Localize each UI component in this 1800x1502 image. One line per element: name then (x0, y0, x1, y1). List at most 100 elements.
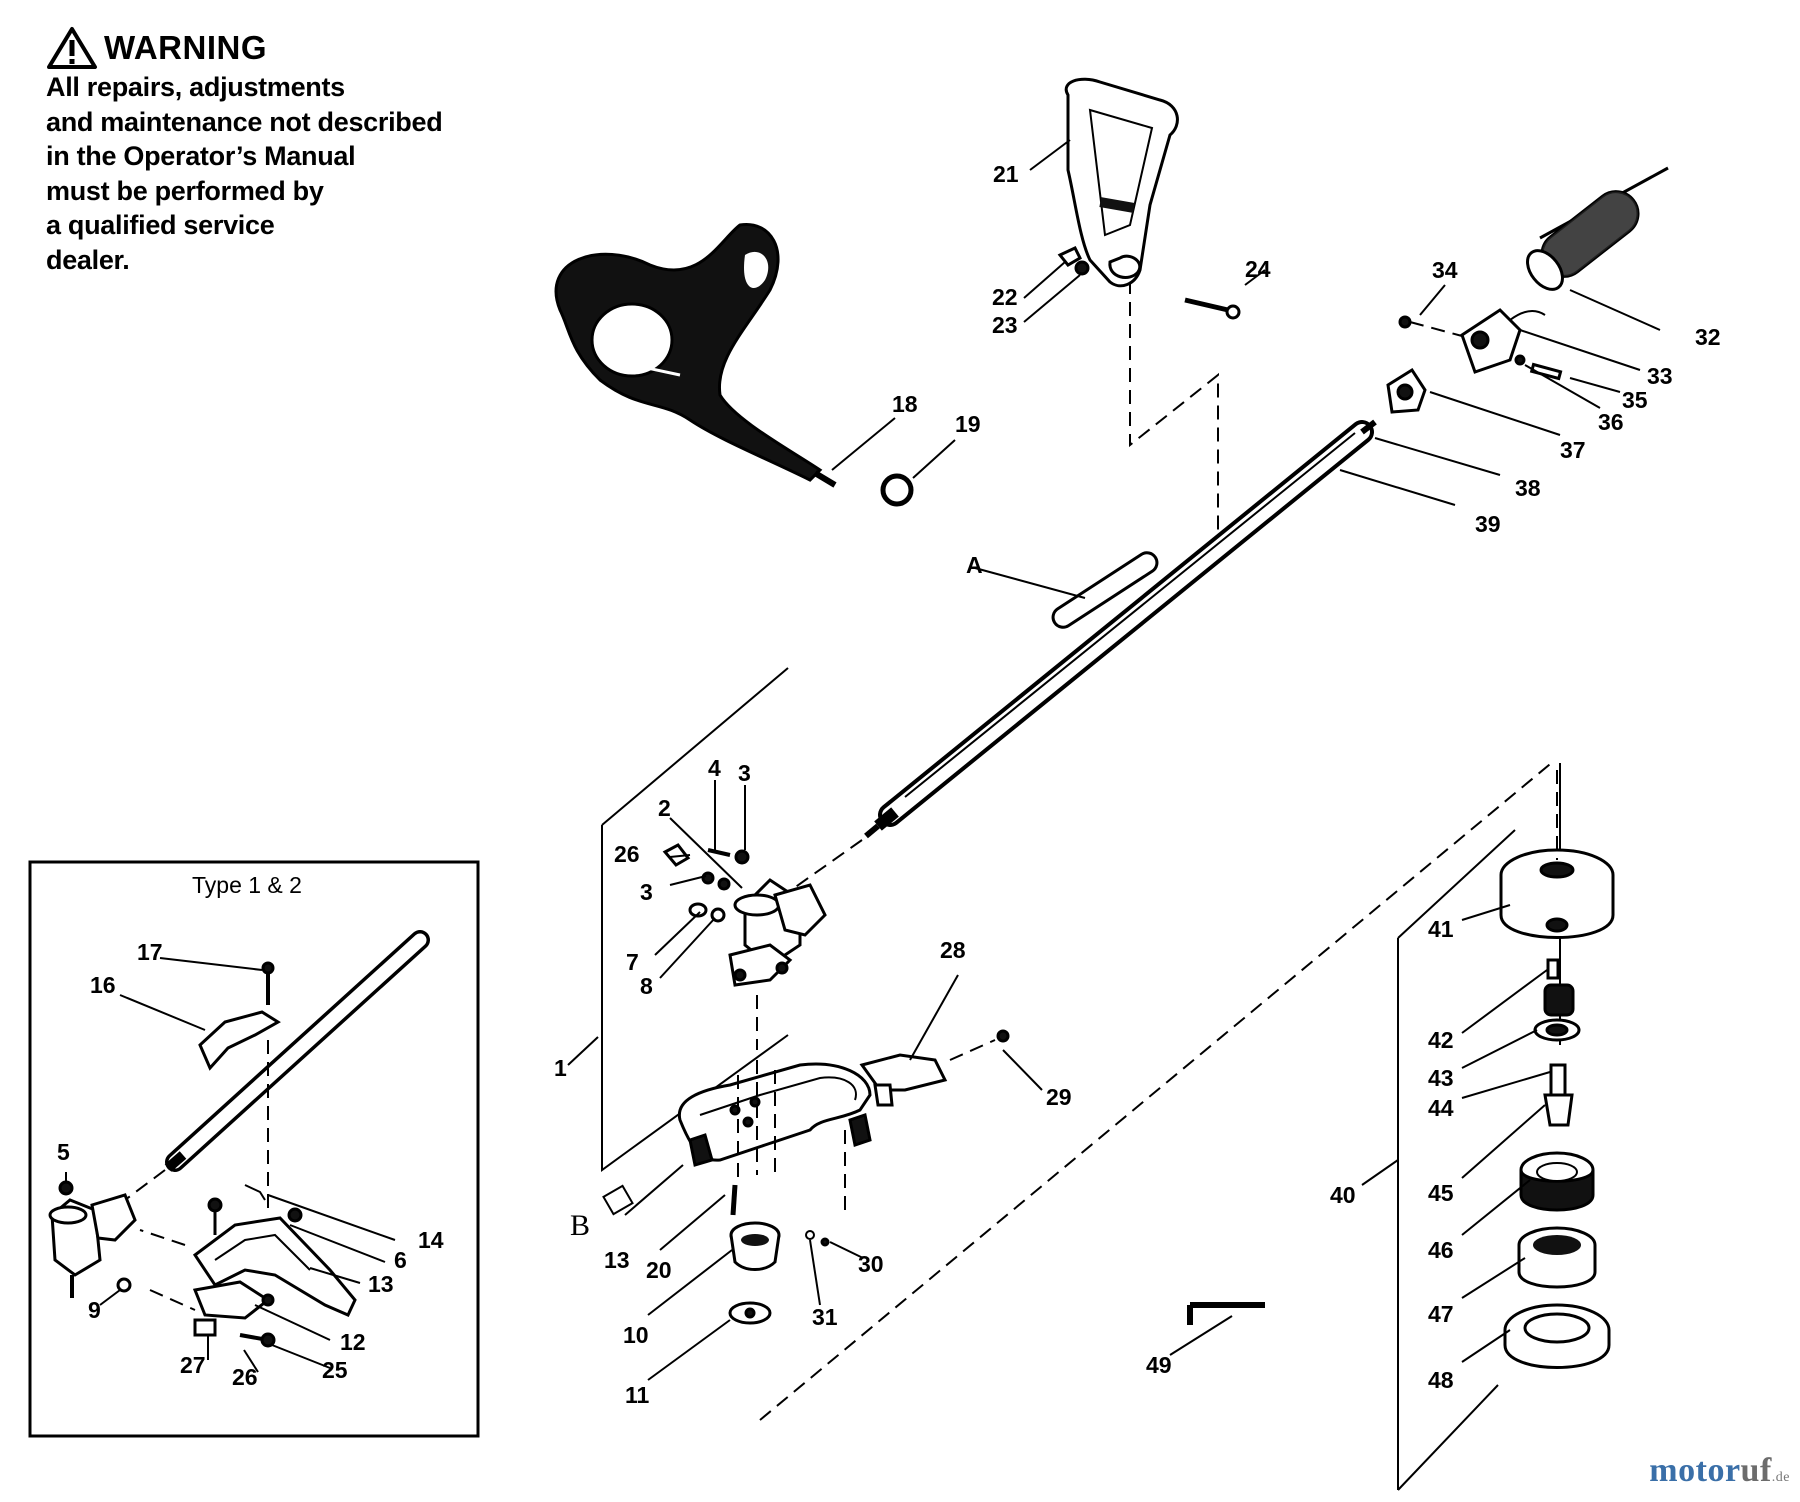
callout-18: 18 (892, 391, 918, 417)
hub-44 (1543, 1063, 1574, 1127)
shoulder-harness (554, 222, 837, 488)
callout-13: 13 (368, 1271, 394, 1297)
callout-a: A (966, 552, 983, 578)
throttle-housing (1460, 308, 1546, 374)
shaft-mount-bracket (1386, 367, 1427, 414)
warning-line: dealer. (46, 244, 130, 275)
callout-26: 26 (614, 841, 640, 867)
callout-41: 41 (1428, 916, 1454, 942)
callout-34: 34 (1432, 257, 1458, 283)
warning-line: must be performed by (46, 175, 324, 206)
guard-screw (730, 1184, 738, 1216)
warning-title: WARNING (104, 29, 267, 66)
callout-27: 27 (180, 1352, 206, 1378)
callout-24: 24 (1245, 256, 1271, 282)
callout-45: 45 (1428, 1180, 1454, 1206)
plane-handle-guide (1129, 258, 1219, 545)
guard-guide-lines (737, 1060, 846, 1215)
inset-type-1-2: Type 1 & 2 (28, 860, 480, 1438)
callout-11: 11 (625, 1382, 650, 1408)
watermark-logo: motoruf.de (1649, 1452, 1790, 1490)
callout-23: 23 (992, 312, 1018, 338)
callout-14: 14 (418, 1227, 444, 1253)
callout-4: 4 (708, 755, 721, 781)
drive-shaft (769, 419, 1377, 906)
callout-labels: 21 22 23 24 34 32 33 35 36 37 38 39 A 18… (554, 161, 1721, 1408)
small-fasteners-top-right (1398, 315, 1563, 381)
callout-9: 9 (88, 1297, 101, 1323)
warning-line: All repairs, adjustments (46, 72, 345, 102)
callout-26: 26 (232, 1364, 258, 1390)
callout-44: 44 (1428, 1095, 1454, 1121)
ring-48 (1503, 1303, 1611, 1369)
callout-30: 30 (858, 1251, 884, 1277)
protective-sleeve-a (1051, 551, 1159, 629)
callout-3: 3 (738, 760, 751, 786)
warning-heading: WARNING (46, 26, 506, 70)
callout-43: 43 (1428, 1065, 1454, 1091)
d-ring (880, 473, 914, 507)
callout-40: 40 (1330, 1182, 1356, 1208)
callout-5: 5 (57, 1139, 70, 1165)
warning-line: in the Operator’s Manual (46, 141, 356, 171)
callout-16: 16 (90, 972, 116, 998)
callout-17: 17 (137, 939, 163, 965)
hex-key (1187, 1302, 1265, 1325)
watermark-part1: motor (1649, 1452, 1741, 1489)
gear-head-fasteners (662, 843, 750, 923)
callout-10: 10 (623, 1322, 649, 1348)
leader-lines (567, 139, 1661, 1381)
debris-guard (677, 1062, 872, 1167)
clip-30 (820, 1237, 830, 1247)
callout-12: 12 (340, 1329, 366, 1355)
warning-triangle-icon (47, 27, 97, 69)
callout-28: 28 (940, 937, 966, 963)
warning-line: a qualified service (46, 210, 275, 240)
callout-48: 48 (1428, 1367, 1454, 1393)
callout-46: 46 (1428, 1237, 1454, 1263)
watermark-part2: uf (1740, 1452, 1772, 1489)
callout-7: 7 (626, 949, 639, 975)
callout-2: 2 (658, 795, 671, 821)
loop-handle (1064, 77, 1179, 288)
guide-line-bracket (949, 1039, 996, 1061)
bracket-screw (996, 1029, 1010, 1043)
clip-31 (805, 1230, 815, 1240)
spool-45 (1519, 1151, 1595, 1212)
callout-25: 25 (322, 1357, 348, 1383)
callout-8: 8 (640, 973, 653, 999)
spring-42 (1543, 958, 1575, 1017)
perspective-plane-left (601, 667, 789, 1172)
handle-pin (1184, 297, 1241, 320)
washer-43 (1533, 1018, 1581, 1042)
callout-13: 13 (604, 1247, 630, 1273)
callout-35: 35 (1622, 387, 1648, 413)
callout-42: 42 (1428, 1027, 1454, 1053)
callout-38: 38 (1515, 475, 1541, 501)
washer-11-center (744, 1307, 756, 1319)
callout-36: 36 (1598, 409, 1624, 435)
spool-retainer (729, 1221, 781, 1271)
callout-3: 3 (640, 879, 653, 905)
callout-39: 39 (1475, 511, 1501, 537)
inset-title: Type 1 & 2 (192, 872, 302, 898)
callout-32: 32 (1695, 324, 1721, 350)
callout-33: 33 (1647, 363, 1673, 389)
perspective-plane-right (1397, 829, 1516, 1491)
watermark-suffix: .de (1771, 1470, 1790, 1485)
callout-21: 21 (993, 161, 1019, 187)
callout-47: 47 (1428, 1301, 1454, 1327)
warning-line: and maintenance not described (46, 106, 443, 137)
warning-block: WARNING All repairs, adjustments and mai… (46, 26, 506, 277)
callout-6: 6 (394, 1247, 407, 1273)
callout-20: 20 (646, 1257, 672, 1283)
callout-1: 1 (554, 1055, 567, 1081)
callout-19: 19 (955, 411, 981, 437)
callout-29: 29 (1046, 1084, 1072, 1110)
guard-bracket (859, 1053, 948, 1107)
label-b-part (602, 1184, 634, 1216)
callout-31: 31 (812, 1304, 838, 1330)
throttle-grip-tube (1526, 166, 1669, 291)
gear-head (728, 878, 827, 987)
